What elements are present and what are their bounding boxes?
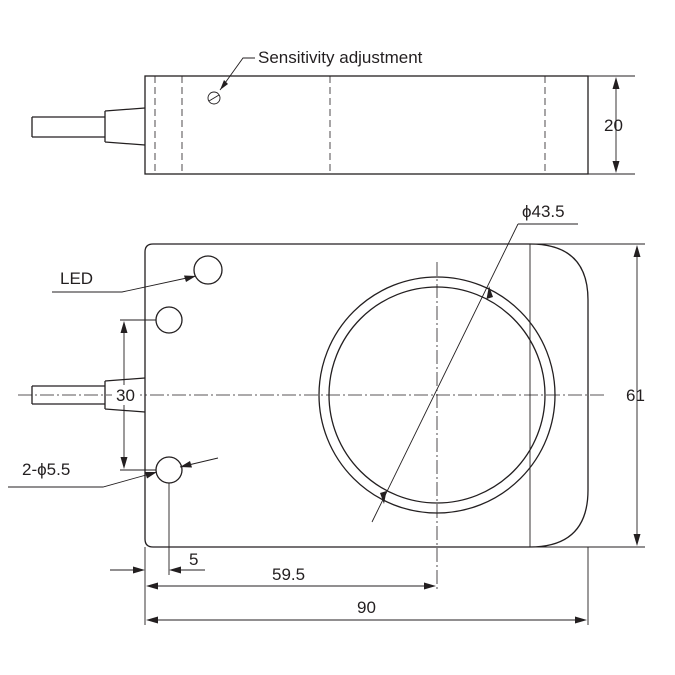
led-leader	[52, 275, 197, 293]
height-dim-label: 20	[604, 116, 623, 135]
spacing-label-bg	[112, 385, 140, 405]
offset-arrow-left	[133, 566, 145, 574]
spacing-arrow-bottom	[120, 457, 128, 469]
led-arrowhead	[184, 275, 196, 282]
side-body	[144, 75, 589, 175]
offset-dim-label: 5	[189, 550, 198, 569]
side-strain-relief	[104, 107, 146, 146]
center-arrow-right	[424, 582, 436, 590]
height-arrow-top	[612, 77, 620, 89]
led-icon	[193, 255, 223, 285]
diameter-arrow-upper	[486, 286, 493, 299]
sensitivity-arrowhead	[220, 80, 228, 90]
depth-dim-label: 61	[626, 386, 645, 405]
holes-leader	[8, 471, 158, 488]
spacing-dim-label: 30	[116, 386, 135, 405]
offset-arrow-right	[169, 566, 181, 574]
mounting-hole-top-icon	[155, 306, 183, 334]
spacing-arrow-top	[120, 321, 128, 333]
diameter-label: ϕ43.5	[522, 202, 565, 221]
side-cable	[31, 116, 105, 138]
screw-slot	[208, 94, 220, 102]
holes-label: 2-ϕ5.5	[22, 460, 70, 479]
mounting-hole-bottom-icon	[155, 456, 183, 484]
width-arrow-left	[146, 616, 158, 624]
sensitivity-leader	[219, 57, 255, 91]
diameter-leader	[371, 223, 519, 523]
adjustment-screw-icon	[207, 91, 221, 105]
holes-arrow-right	[180, 461, 192, 468]
side-view: Sensitivity adjustment 20	[31, 48, 635, 175]
depth-arrow-top	[633, 245, 641, 257]
width-dim-label: 90	[357, 598, 376, 617]
top-body-outline	[144, 243, 589, 548]
center-arrow-left	[146, 582, 158, 590]
top-strain-relief	[104, 377, 146, 413]
height-arrow-bottom	[612, 161, 620, 173]
width-arrow-right	[575, 616, 587, 624]
led-label: LED	[60, 269, 93, 288]
holes-arrow-left	[145, 472, 157, 479]
top-view: ϕ43.5 LED 2-ϕ5.5 61 30 5	[8, 202, 645, 625]
depth-arrow-bottom	[633, 534, 641, 546]
diameter-arrow-lower	[380, 491, 387, 504]
center-dim-label: 59.5	[272, 565, 305, 584]
sensitivity-label: Sensitivity adjustment	[258, 48, 423, 67]
